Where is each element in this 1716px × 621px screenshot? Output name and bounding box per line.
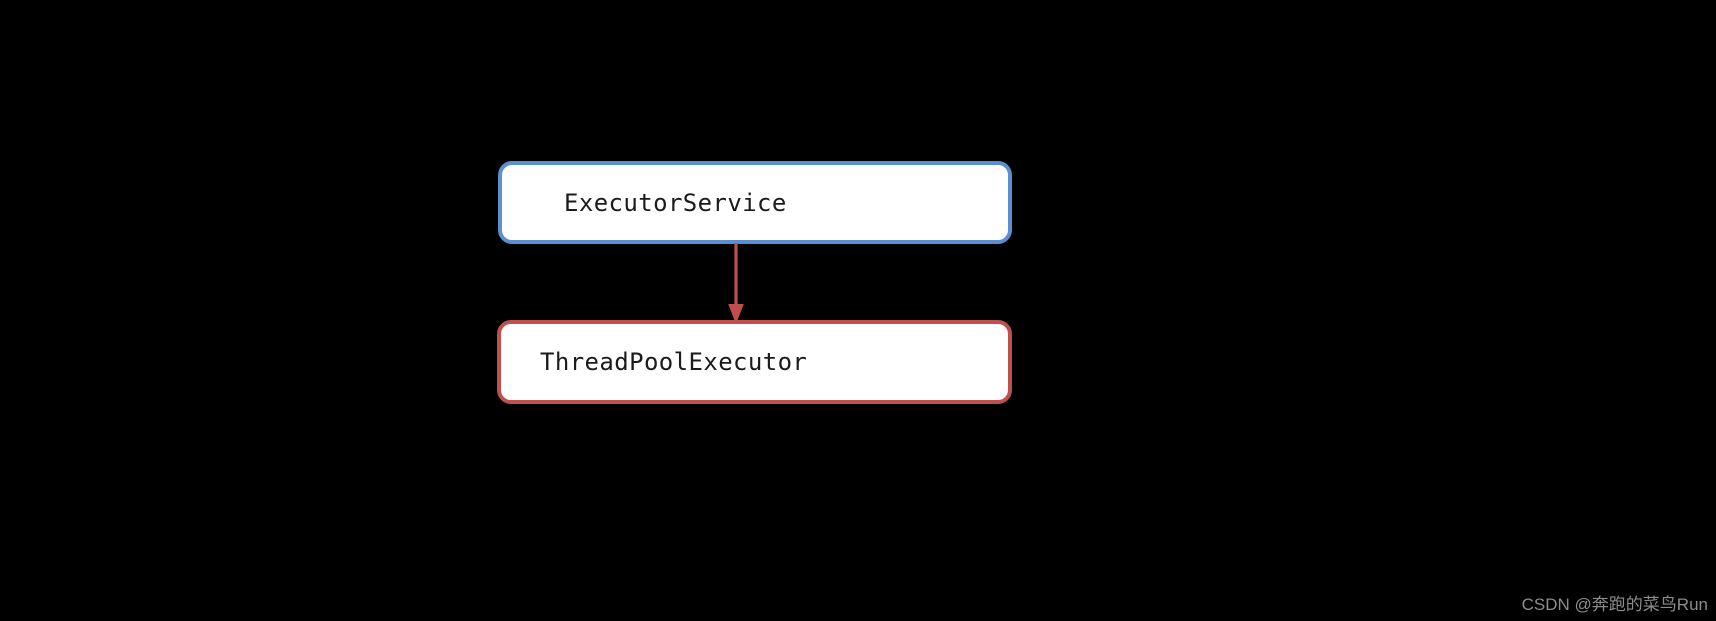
edge-executor-service-to-thread-pool-executor xyxy=(700,236,776,328)
node-thread-pool-executor[interactable]: ThreadPoolExecutor xyxy=(497,320,1012,404)
node-label-thread-pool-executor: ThreadPoolExecutor xyxy=(540,348,808,376)
arrow-down-icon xyxy=(728,243,744,324)
watermark: CSDN @奔跑的菜鸟Run xyxy=(1521,594,1708,614)
node-label-executor-service: ExecutorService xyxy=(564,188,787,217)
node-executor-service[interactable]: ExecutorService xyxy=(498,161,1012,244)
